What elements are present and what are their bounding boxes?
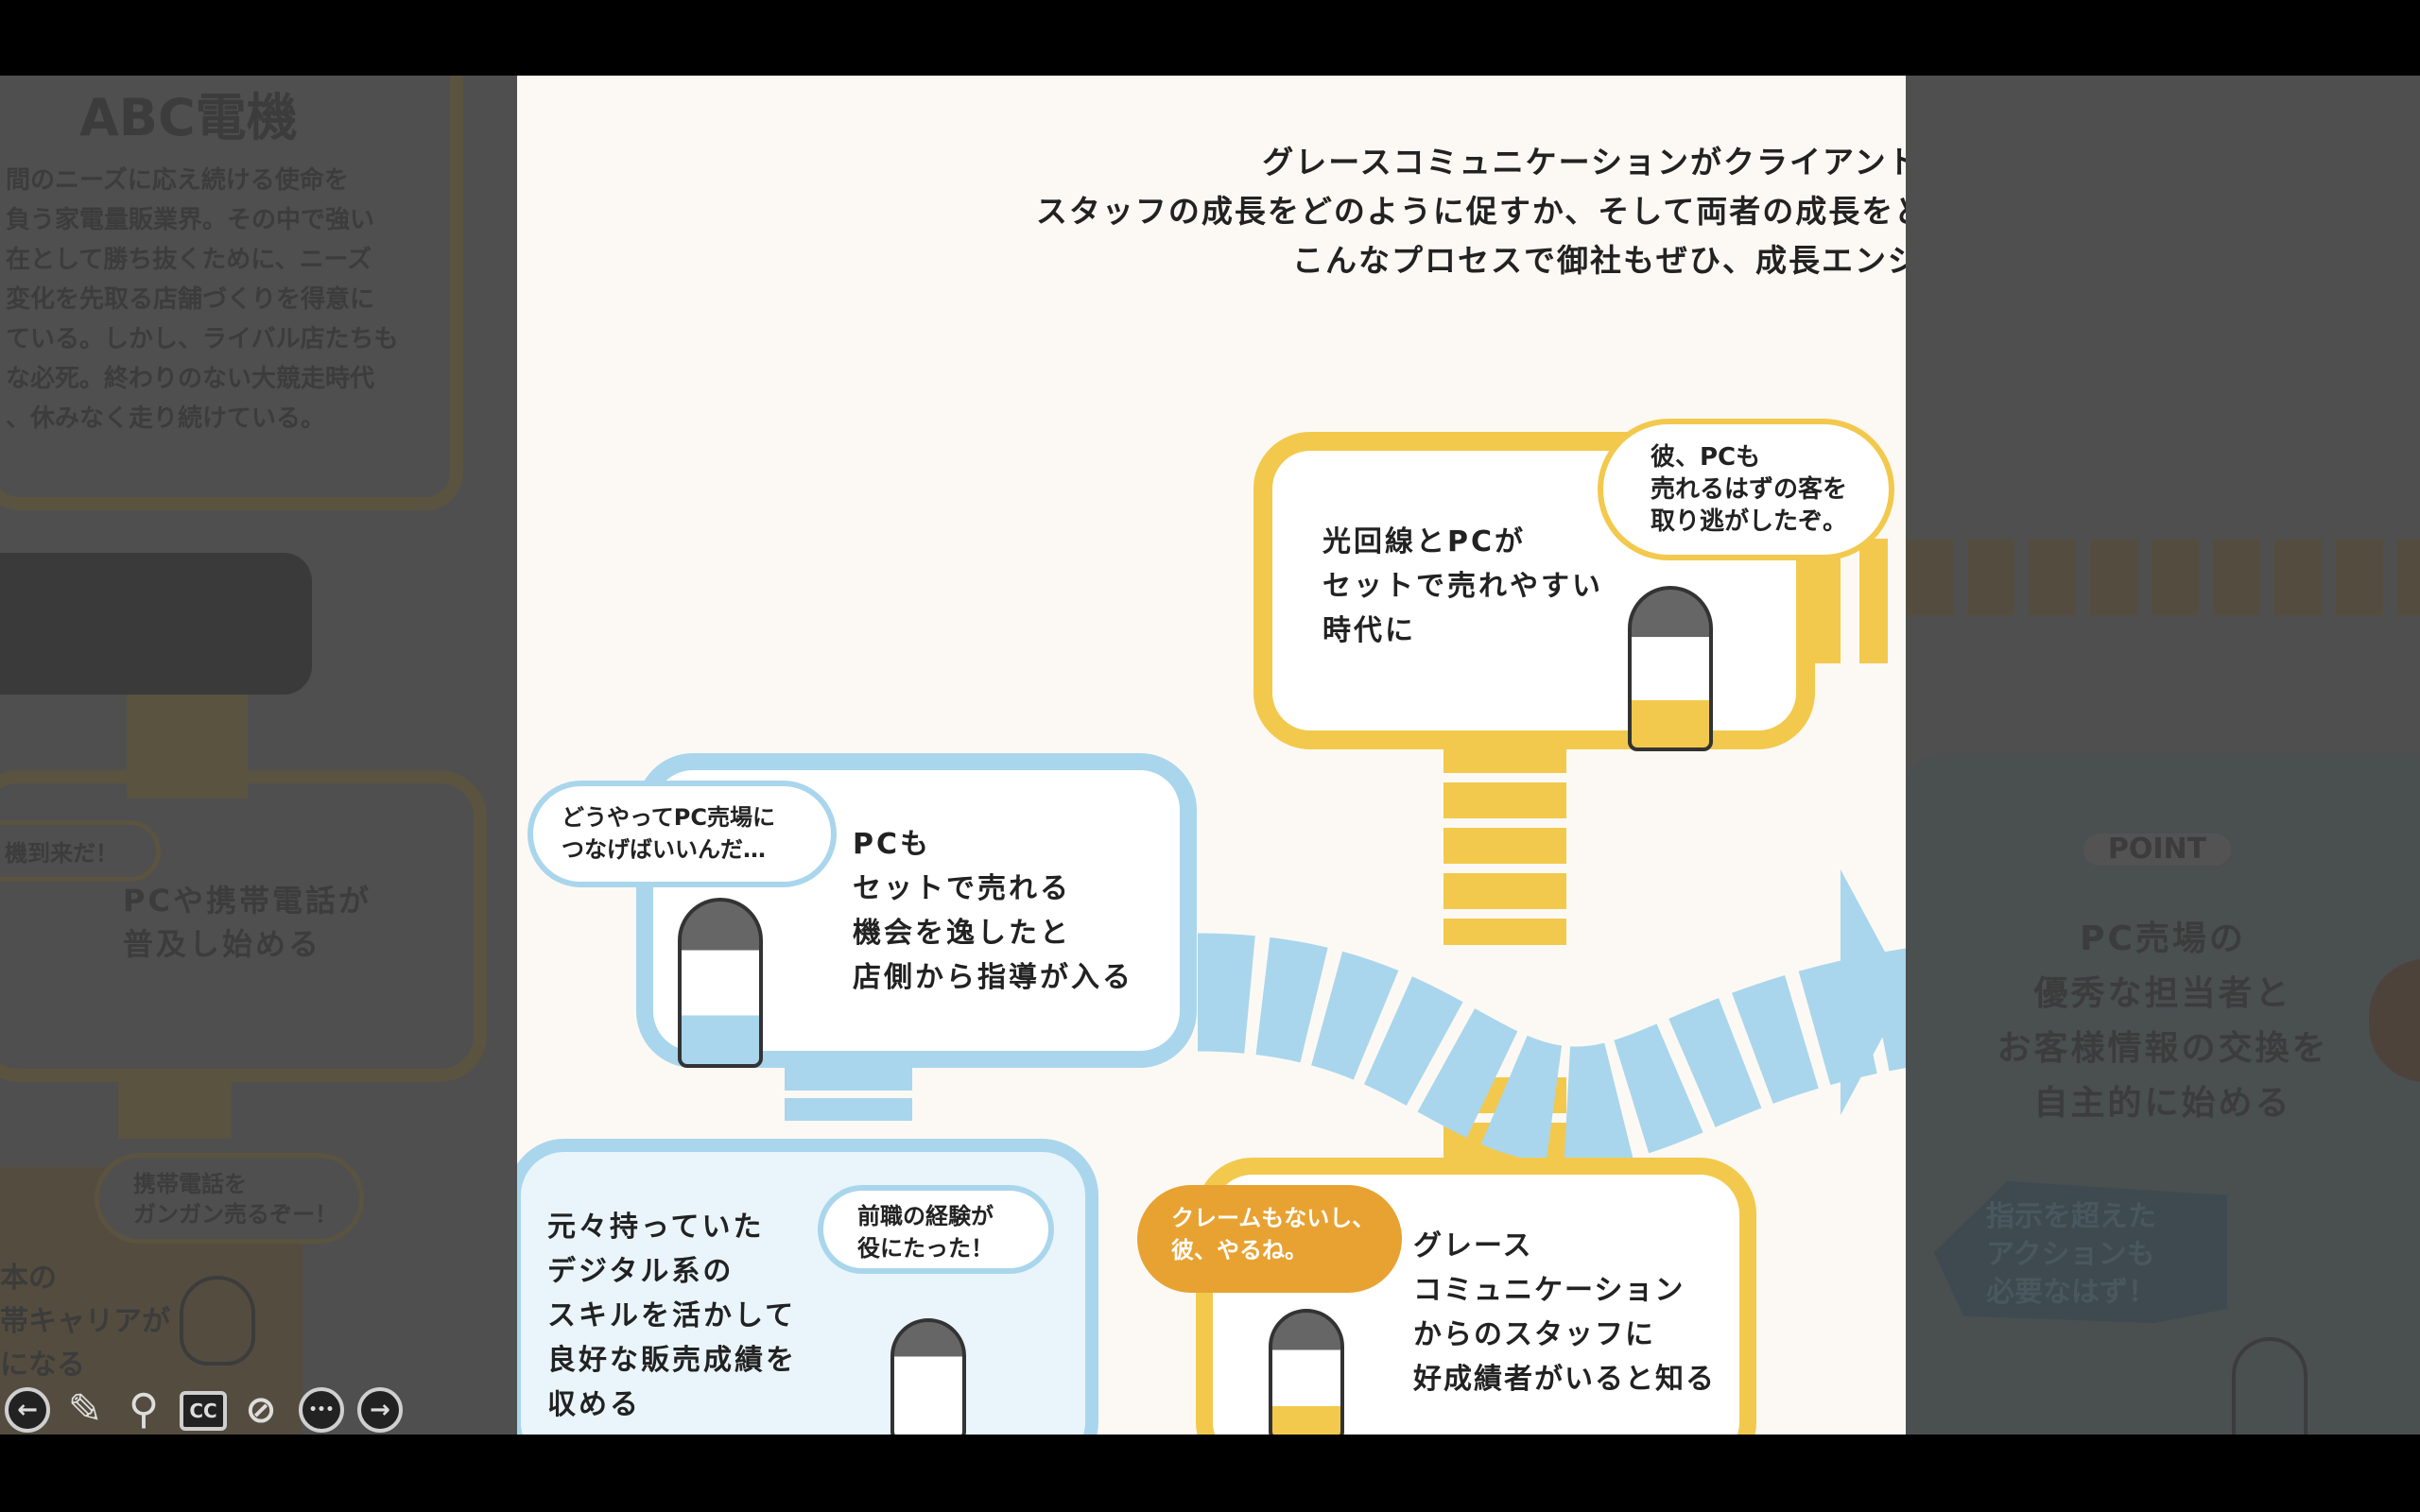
next-slide-button[interactable]: → (357, 1387, 403, 1433)
yellow-connector (1443, 737, 1566, 945)
company-box (0, 76, 463, 510)
happy-staff-illustration (890, 1318, 966, 1435)
speech-bubble-grace: クレームもないし、彼、やるね。 (1137, 1185, 1402, 1293)
connector (118, 1082, 232, 1139)
pencil-icon: ✎ (67, 1385, 103, 1434)
step-text-dim: PCや携帯電話が普及し始める (123, 883, 372, 962)
arrow-left-icon: ← (17, 1396, 38, 1424)
step-text-grace: グレースコミュニケーションからのスタッフに好成績者がいると知る (1413, 1229, 1716, 1396)
cc-icon: CC (189, 1400, 217, 1422)
company-name: ABC電機 (79, 88, 298, 147)
step-text-fiber: 光回線とPCがセットで売れやすい時代に (1322, 525, 1603, 647)
step-box-dim (0, 770, 487, 1082)
yellow-stripes-dim (1906, 540, 2420, 615)
point-text: PC売場の優秀な担当者とお客様情報の交換を自主的に始める (1996, 919, 2329, 1123)
step2-text-dim: 本の帯キャリアがになる (0, 1262, 170, 1382)
step-text-guidance: PCもセットで売れる機会を逸したと店側から指導が入る (853, 828, 1133, 994)
more-icon: ••• (308, 1402, 335, 1418)
speech-bubble-guidance: どうやってPC売場につなげばいいんだ… (527, 781, 837, 887)
next-slide-panel: POINT PC売場の優秀な担当者とお客様情報の交換を自主的に始める 指示を超え… (1906, 76, 2420, 1435)
speech-bubble-skills: 前職の経験が役にたった！ (818, 1185, 1054, 1274)
speech-bubble-dim: 指示を超えたアクションも必要なはず！ (1934, 1181, 2227, 1323)
dark-banner (0, 553, 312, 695)
camera-toggle-button[interactable]: ⊘ (238, 1387, 284, 1433)
current-slide: グレースコミュニケーションがクライアントの成長にどのように貢献できるかスタッフの… (517, 76, 1906, 1435)
blue-connector (785, 1068, 912, 1125)
slide-heading: グレースコミュニケーションがクライアントの成長にどのように貢献できるかスタッフの… (1035, 144, 1906, 279)
blue-curved-arrow (1197, 869, 1906, 1165)
person-illustration (180, 1276, 255, 1366)
point-badge: POINT (2083, 833, 2231, 866)
person-illustration (2232, 1337, 2308, 1435)
captions-button[interactable]: CC (180, 1391, 227, 1431)
angry-manager-illustration (1628, 586, 1713, 751)
speech-bubble-fiber: 彼、PCも売れるはずの客を取り逃がしたぞ。 (1598, 419, 1894, 560)
previous-slide-panel: ABC電機 間のニーズに応え続ける使命を負う家電量販業界。その中で強い在として勝… (0, 76, 517, 1435)
more-options-button[interactable]: ••• (299, 1387, 344, 1433)
camera-off-icon: ⊘ (245, 1388, 277, 1432)
arrow-right-icon: → (370, 1396, 390, 1424)
magnifier-icon: ⚲ (128, 1385, 160, 1434)
step-text-skills: 元々持っていたデジタル系のスキルを活かして良好な販売成績を収める (547, 1211, 797, 1421)
company-intro: 間のニーズに応え続ける使命を負う家電量販業界。その中で強い在として勝ち抜くために… (6, 166, 399, 433)
speech-bubble-dim-2: 携帯電話をガンガン売るぞー！ (95, 1153, 364, 1244)
zoom-button[interactable]: ⚲ (121, 1387, 166, 1433)
confused-staff-illustration (678, 898, 763, 1068)
pen-tool-button[interactable]: ✎ (62, 1387, 108, 1433)
previous-slide-button[interactable]: ← (5, 1387, 50, 1433)
speech-bubble-dim: 機到来だ！ (0, 820, 161, 882)
manager-illustration (1269, 1309, 1344, 1435)
